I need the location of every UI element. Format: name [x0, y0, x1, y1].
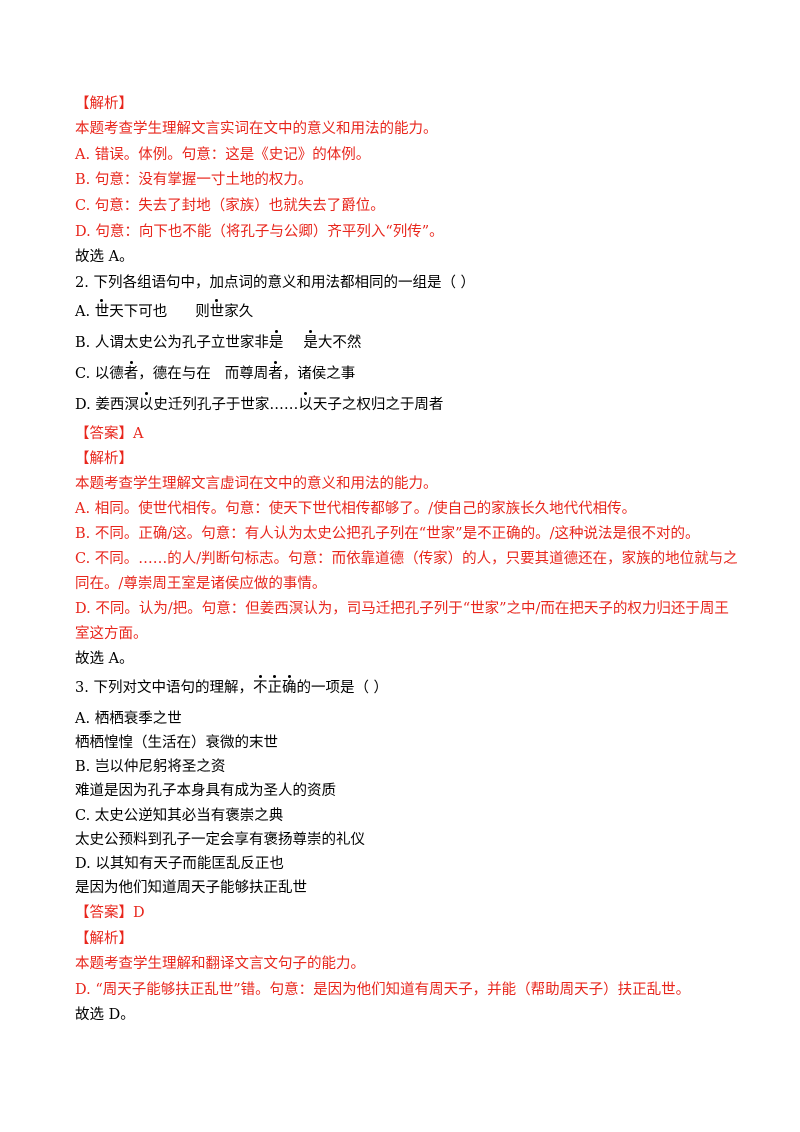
option-text: 以德	[94, 366, 124, 382]
option-text: ，诸侯之事	[282, 366, 356, 382]
answer-tag: 【答案】A	[75, 426, 144, 442]
option-text: 天子之权归之于周者	[312, 397, 444, 413]
question-3-stem: 3. 下列对文中语句的理解，不正确的一项是（ ）	[75, 675, 389, 698]
question-3-option-d: D. 以其知有天子而能匡乱反正也	[75, 856, 284, 872]
explanation-b: B. 不同。正确/这。句意：有人认为太史公把孔子列在“世家”是不正确的。/这种说…	[75, 526, 700, 542]
emphasized-char: 不	[252, 675, 268, 696]
option-text: ，德在与在	[138, 366, 211, 382]
explanation-d: D. 不同。认为/把。句意：但姜西溟认为，司马迁把孔子列于“世家”之中/而在把天…	[75, 601, 729, 617]
option-text: 而尊周	[224, 366, 269, 382]
conclusion: 故选 D。	[75, 1007, 135, 1023]
option-text: 人谓太史公为孔子立世家非	[94, 335, 269, 351]
conclusion: 故选 A。	[75, 651, 134, 667]
analysis-tag: 【解析】	[75, 931, 133, 947]
question-3-option-b-translation: 难道是因为孔子本身具有成为圣人的资质	[75, 783, 336, 799]
explanation-d: D. 句意：向下也不能（将孔子与公卿）齐平列入“列传”。	[75, 224, 444, 240]
question-3-option-a: A. 栖栖衰季之世	[75, 711, 182, 727]
option-text: 家久	[224, 304, 254, 320]
question-2-option-a: A. 世天下可也则世家久	[75, 299, 254, 322]
option-text: 大不然	[317, 335, 362, 351]
question-3-option-a-translation: 栖栖惶惶（生活在）衰微的末世	[75, 735, 278, 751]
question-3-option-c-translation: 太史公预料到孔子一定会享有褒扬尊崇的礼仪	[75, 832, 365, 848]
explanation-d: D. “周天子能够扶正乱世”错。句意：是因为他们知道有周天子，并能（帮助周天子）…	[75, 982, 691, 998]
emphasized-char: 者	[123, 361, 139, 382]
question-2-stem: 2. 下列各组语句中，加点词的意义和用法都相同的一组是（ ）	[75, 275, 476, 291]
option-label: D.	[75, 397, 96, 413]
question-2-option-c: C. 以德者，德在与在而尊周者，诸侯之事	[75, 361, 356, 384]
emphasized-char: 确	[281, 675, 297, 696]
emphasized-char: 以	[138, 392, 154, 413]
emphasized-char: 世	[209, 299, 225, 320]
emphasized-char: 者	[268, 361, 283, 382]
question-2-option-b: B. 人谓太史公为孔子立世家非是是大不然	[75, 330, 362, 353]
question-3-option-b: B. 岂以仲尼躬将圣之资	[75, 759, 226, 775]
explanation-c: C. 不同。……的人/判断句标志。句意：而依靠道德（传家）的人，只要其道德还在，…	[75, 551, 738, 567]
emphasized-char: 以	[298, 392, 313, 413]
option-text: 姜西溟	[95, 397, 139, 413]
emphasized-char: 世	[94, 299, 110, 320]
explanation-a: A. 相同。使世代相传。句意：使天下世代相传都够了。/使自己的家族长久地代代相传…	[75, 501, 637, 517]
stem-text: 3. 下列对文中语句的理解，	[75, 680, 253, 696]
question-3-option-c: C. 太史公逆知其必当有褒崇之典	[75, 808, 284, 824]
analysis-summary: 本题考查学生理解文言实词在文中的意义和用法的能力。	[75, 121, 438, 137]
conclusion: 故选 A。	[75, 249, 134, 265]
emphasized-char: 是	[303, 330, 318, 351]
explanation-a: A. 错误。体例。句意：这是《史记》的体例。	[75, 147, 371, 163]
option-label: B.	[75, 335, 95, 351]
emphasized-char: 是	[268, 330, 284, 351]
option-text: 史迁列孔子于世家……	[153, 397, 299, 413]
explanation-c-cont: 同在。/尊崇周王室是诸侯应做的事情。	[75, 576, 327, 592]
stem-text: 的一项是（ ）	[296, 680, 389, 696]
option-label: A.	[75, 304, 95, 320]
question-2-option-d: D. 姜西溟以史迁列孔子于世家……以天子之权归之于周者	[75, 392, 444, 415]
analysis-tag: 【解析】	[75, 451, 133, 467]
option-label: C.	[75, 366, 95, 382]
analysis-summary: 本题考查学生理解文言虚词在文中的意义和用法的能力。	[75, 476, 438, 492]
explanation-b: B. 句意：没有掌握一寸土地的权力。	[75, 172, 313, 188]
option-text: 则	[195, 304, 210, 320]
explanation-d-cont: 室这方面。	[75, 626, 148, 642]
analysis-tag: 【解析】	[75, 96, 133, 112]
analysis-summary: 本题考查学生理解和翻译文言文句子的能力。	[75, 956, 365, 972]
question-3-option-d-translation: 是因为他们知道周天子能够扶正乱世	[75, 880, 307, 896]
option-text: 天下可也	[109, 304, 168, 320]
emphasized-char: 正	[267, 675, 282, 696]
explanation-c: C. 句意：失去了封地（家族）也就失去了爵位。	[75, 198, 385, 214]
answer-tag: 【答案】D	[75, 905, 145, 921]
